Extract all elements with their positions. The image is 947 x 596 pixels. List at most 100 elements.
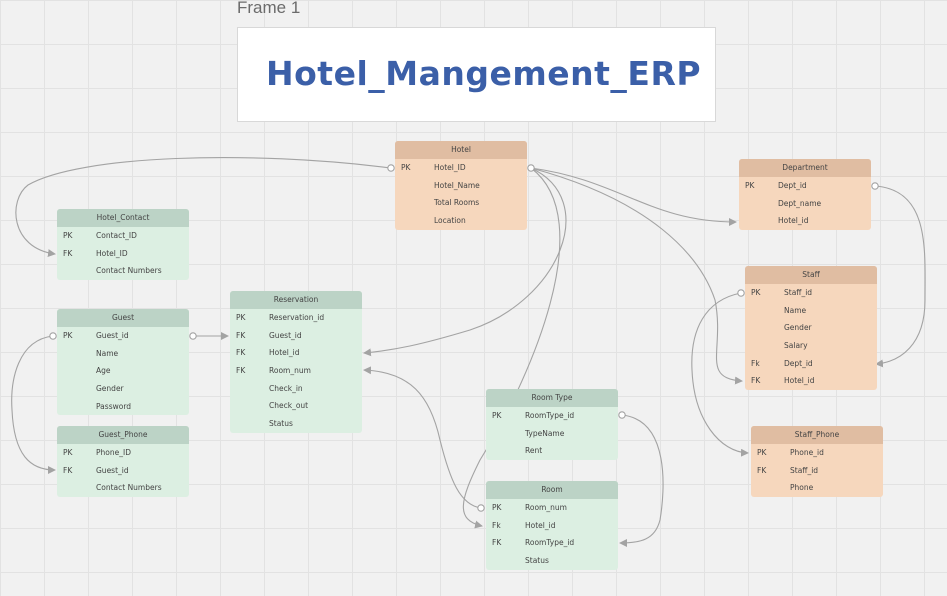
frame-label: Frame 1 [237, 0, 301, 17]
field-name: Salary [784, 341, 808, 351]
field-name: Hotel_id [269, 348, 300, 358]
field-name: Guest_id [96, 331, 129, 340]
field-name: RoomType_id [525, 411, 575, 420]
entity-header: Staff_Phone [751, 426, 883, 444]
field-name: Reservation_id [269, 313, 325, 322]
entity-field-row: FK Guest_id [230, 327, 362, 345]
entity-field-row: FK Staff_id [751, 462, 883, 480]
connector-origin [477, 504, 485, 512]
entity-field-row: Rent [486, 442, 618, 460]
field-name: Contact Numbers [96, 266, 162, 276]
entity-header: Guest [57, 309, 189, 327]
entity-field-row: Age [57, 362, 189, 380]
field-name: Guest_id [269, 330, 302, 340]
field-name: Room_num [525, 503, 567, 512]
diagram-title: Hotel_Mangement_ERP [266, 54, 702, 93]
link-department-staff [874, 185, 926, 368]
entity-field-row: FK Hotel_id [230, 344, 362, 362]
field-name: Staff_id [784, 288, 813, 297]
key-type: FK [751, 376, 761, 386]
entity-field-row: Total Rooms [395, 194, 527, 212]
entity-header: Staff [745, 266, 877, 284]
entity-header: Hotel [395, 141, 527, 159]
field-name: Hotel_id [784, 376, 815, 386]
key-type: FK [236, 330, 246, 340]
key-type: PK [745, 181, 755, 190]
field-name: Total Rooms [434, 198, 480, 208]
field-name: Name [784, 305, 807, 315]
connector-origin [527, 164, 535, 172]
entity-header: Guest_Phone [57, 426, 189, 444]
connector-origin [618, 411, 626, 419]
entity-field-row: Contact Numbers [57, 479, 189, 497]
entity-field-row: Phone [751, 479, 883, 497]
entity-field-row: Check_out [230, 397, 362, 415]
entity-field-row: Location [395, 212, 527, 230]
entity-field-row: FK Hotel_ID [57, 245, 189, 263]
connector-origin [737, 289, 745, 297]
link-hotel-hotelcontact [15, 157, 392, 258]
field-name: Gender [96, 384, 124, 394]
key-type: FK [492, 538, 502, 548]
field-name: Hotel_Name [434, 180, 480, 190]
entity-field-row: Password [57, 398, 189, 416]
entity-field-row: Status [230, 415, 362, 433]
key-type: PK [751, 288, 761, 297]
key-type: FK [63, 248, 73, 258]
field-name: Staff_id [790, 465, 819, 475]
field-name: Phone [790, 483, 814, 493]
key-type: PK [63, 331, 73, 340]
field-name: Dept_name [778, 198, 822, 208]
key-type: FK [236, 366, 246, 376]
link-roomtype-room [619, 414, 664, 547]
entity-field-row: TypeName [486, 425, 618, 443]
key-type: FK [757, 465, 767, 475]
field-name: Rent [525, 446, 543, 456]
field-name: Room_num [269, 366, 311, 376]
field-name: Hotel_ID [96, 248, 128, 258]
key-type: PK [236, 313, 246, 322]
field-name: Check_out [269, 401, 309, 411]
link-guest-guestphone [11, 335, 56, 474]
key-type: PK [492, 411, 502, 420]
link-room-reservation [363, 366, 482, 509]
field-name: Check_in [269, 383, 303, 393]
entity-header: Department [739, 159, 871, 177]
field-name: Hotel_id [525, 520, 556, 530]
key-type: PK [492, 503, 502, 512]
field-name: Contact Numbers [96, 483, 162, 493]
connector-origin [49, 332, 57, 340]
entity-field-row: Check_in [230, 380, 362, 398]
entity-field-row: Gender [745, 319, 877, 337]
entity-field-row: PK RoomType_id [486, 407, 618, 425]
connector-origin [387, 164, 395, 172]
key-type: FK [236, 348, 246, 358]
field-name: Status [525, 556, 549, 566]
link-hotel-staff [530, 167, 743, 385]
entity-field-row: Status [486, 552, 618, 570]
entity-field-row: FK Room_num [230, 362, 362, 380]
entity-field-row: PK Staff_id [745, 284, 877, 302]
entity-field-row: PK Guest_id [57, 327, 189, 345]
field-name: Password [96, 401, 132, 411]
key-type: PK [401, 163, 411, 172]
field-name: Contact_ID [96, 231, 137, 240]
key-type: Fk [751, 358, 760, 368]
title-card[interactable]: Hotel_Mangement_ERP [237, 27, 716, 122]
